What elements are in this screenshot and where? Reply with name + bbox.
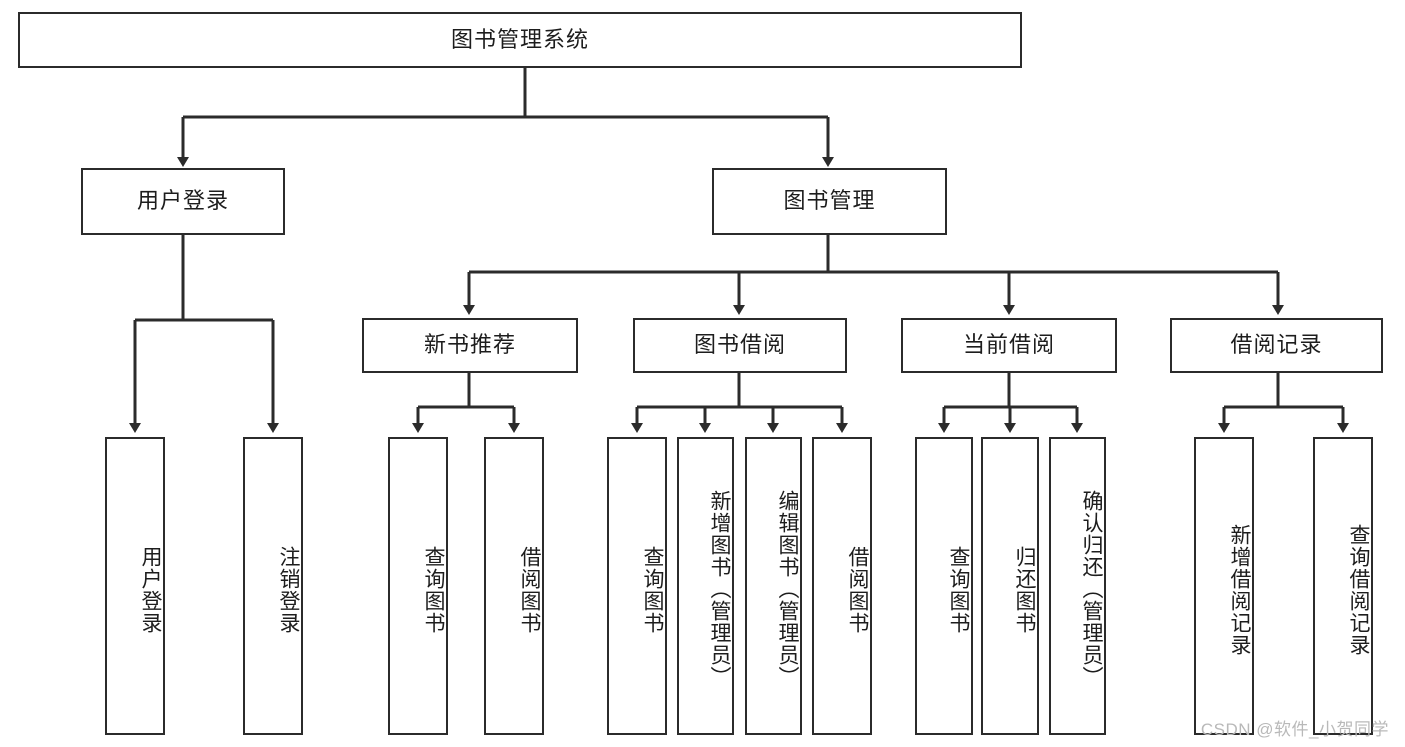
leaf-current-borrow-return-book[interactable]: 归还图书 <box>981 437 1039 735</box>
leaf-new-book-query-book[interactable]: 查询图书 <box>388 437 448 735</box>
leaf-borrow-record-add-record[interactable]: 新增借阅记录 <box>1194 437 1254 735</box>
node-new-book-recommend[interactable]: 新书推荐 <box>362 318 578 373</box>
node-borrow-record[interactable]: 借阅记录 <box>1170 318 1383 373</box>
node-user-login[interactable]: 用户登录 <box>81 168 285 235</box>
leaf-new-book-borrow-book[interactable]: 借阅图书 <box>484 437 544 735</box>
node-book-management[interactable]: 图书管理 <box>712 168 947 235</box>
node-current-borrow[interactable]: 当前借阅 <box>901 318 1117 373</box>
node-root-system[interactable]: 图书管理系统 <box>18 12 1022 68</box>
leaf-book-borrow-query-book[interactable]: 查询图书 <box>607 437 667 735</box>
leaf-current-borrow-confirm-return-admin[interactable]: 确认归还（管理员） <box>1049 437 1106 735</box>
leaf-book-borrow-edit-book-admin[interactable]: 编辑图书（管理员） <box>745 437 802 735</box>
node-book-borrow[interactable]: 图书借阅 <box>633 318 847 373</box>
leaf-current-borrow-query-book[interactable]: 查询图书 <box>915 437 973 735</box>
leaf-user-login-logout[interactable]: 注销登录 <box>243 437 303 735</box>
leaf-borrow-record-query-record[interactable]: 查询借阅记录 <box>1313 437 1373 735</box>
leaf-book-borrow-add-book-admin[interactable]: 新增图书（管理员） <box>677 437 734 735</box>
leaf-user-login-login[interactable]: 用户登录 <box>105 437 165 735</box>
leaf-book-borrow-borrow-book[interactable]: 借阅图书 <box>812 437 872 735</box>
